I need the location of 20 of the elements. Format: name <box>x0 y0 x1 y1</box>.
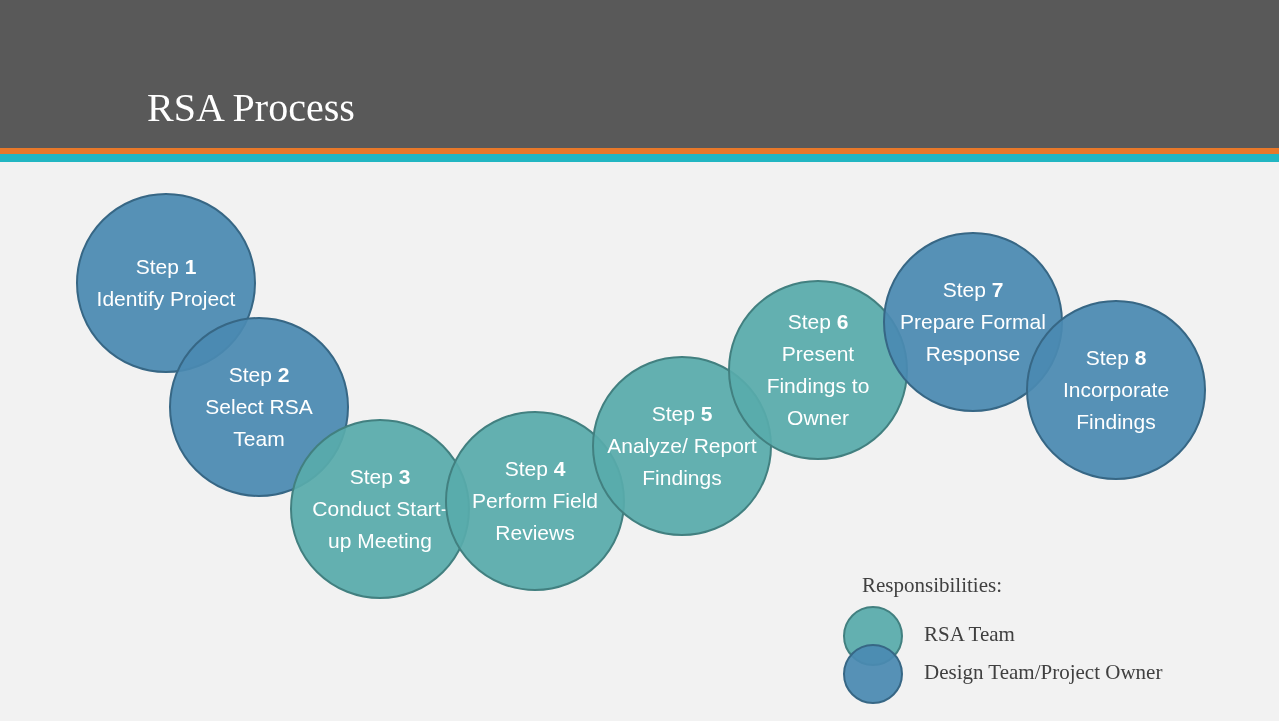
step-text: Analyze/ Report Findings <box>607 433 757 491</box>
step-text: Select RSA Team <box>204 394 314 452</box>
step-text: Conduct Start-up Meeting <box>311 496 449 554</box>
step-number: Step 5 <box>651 401 713 427</box>
step-number: Step 4 <box>504 456 566 482</box>
step-number: Step 2 <box>228 362 290 388</box>
step-text: Present Findings to Owner <box>765 341 871 431</box>
step-number: Step 8 <box>1085 345 1147 371</box>
step-number: Step 1 <box>135 254 197 280</box>
step-number: Step 3 <box>349 464 411 490</box>
legend-heading: Responsibilities: <box>862 573 1002 598</box>
legend-text: Design Team/Project Owner <box>924 660 1163 685</box>
step-number: Step 6 <box>787 309 849 335</box>
step-text: Perform Field Reviews <box>471 488 599 546</box>
step-text: Prepare Formal Response <box>899 309 1047 367</box>
step-text: Incorporate Findings <box>1061 377 1171 435</box>
slide-title: RSA Process <box>147 84 355 131</box>
legend-text: RSA Team <box>924 622 1015 647</box>
step-text: Identify Project <box>96 286 236 312</box>
step-number: Step 7 <box>942 277 1004 303</box>
